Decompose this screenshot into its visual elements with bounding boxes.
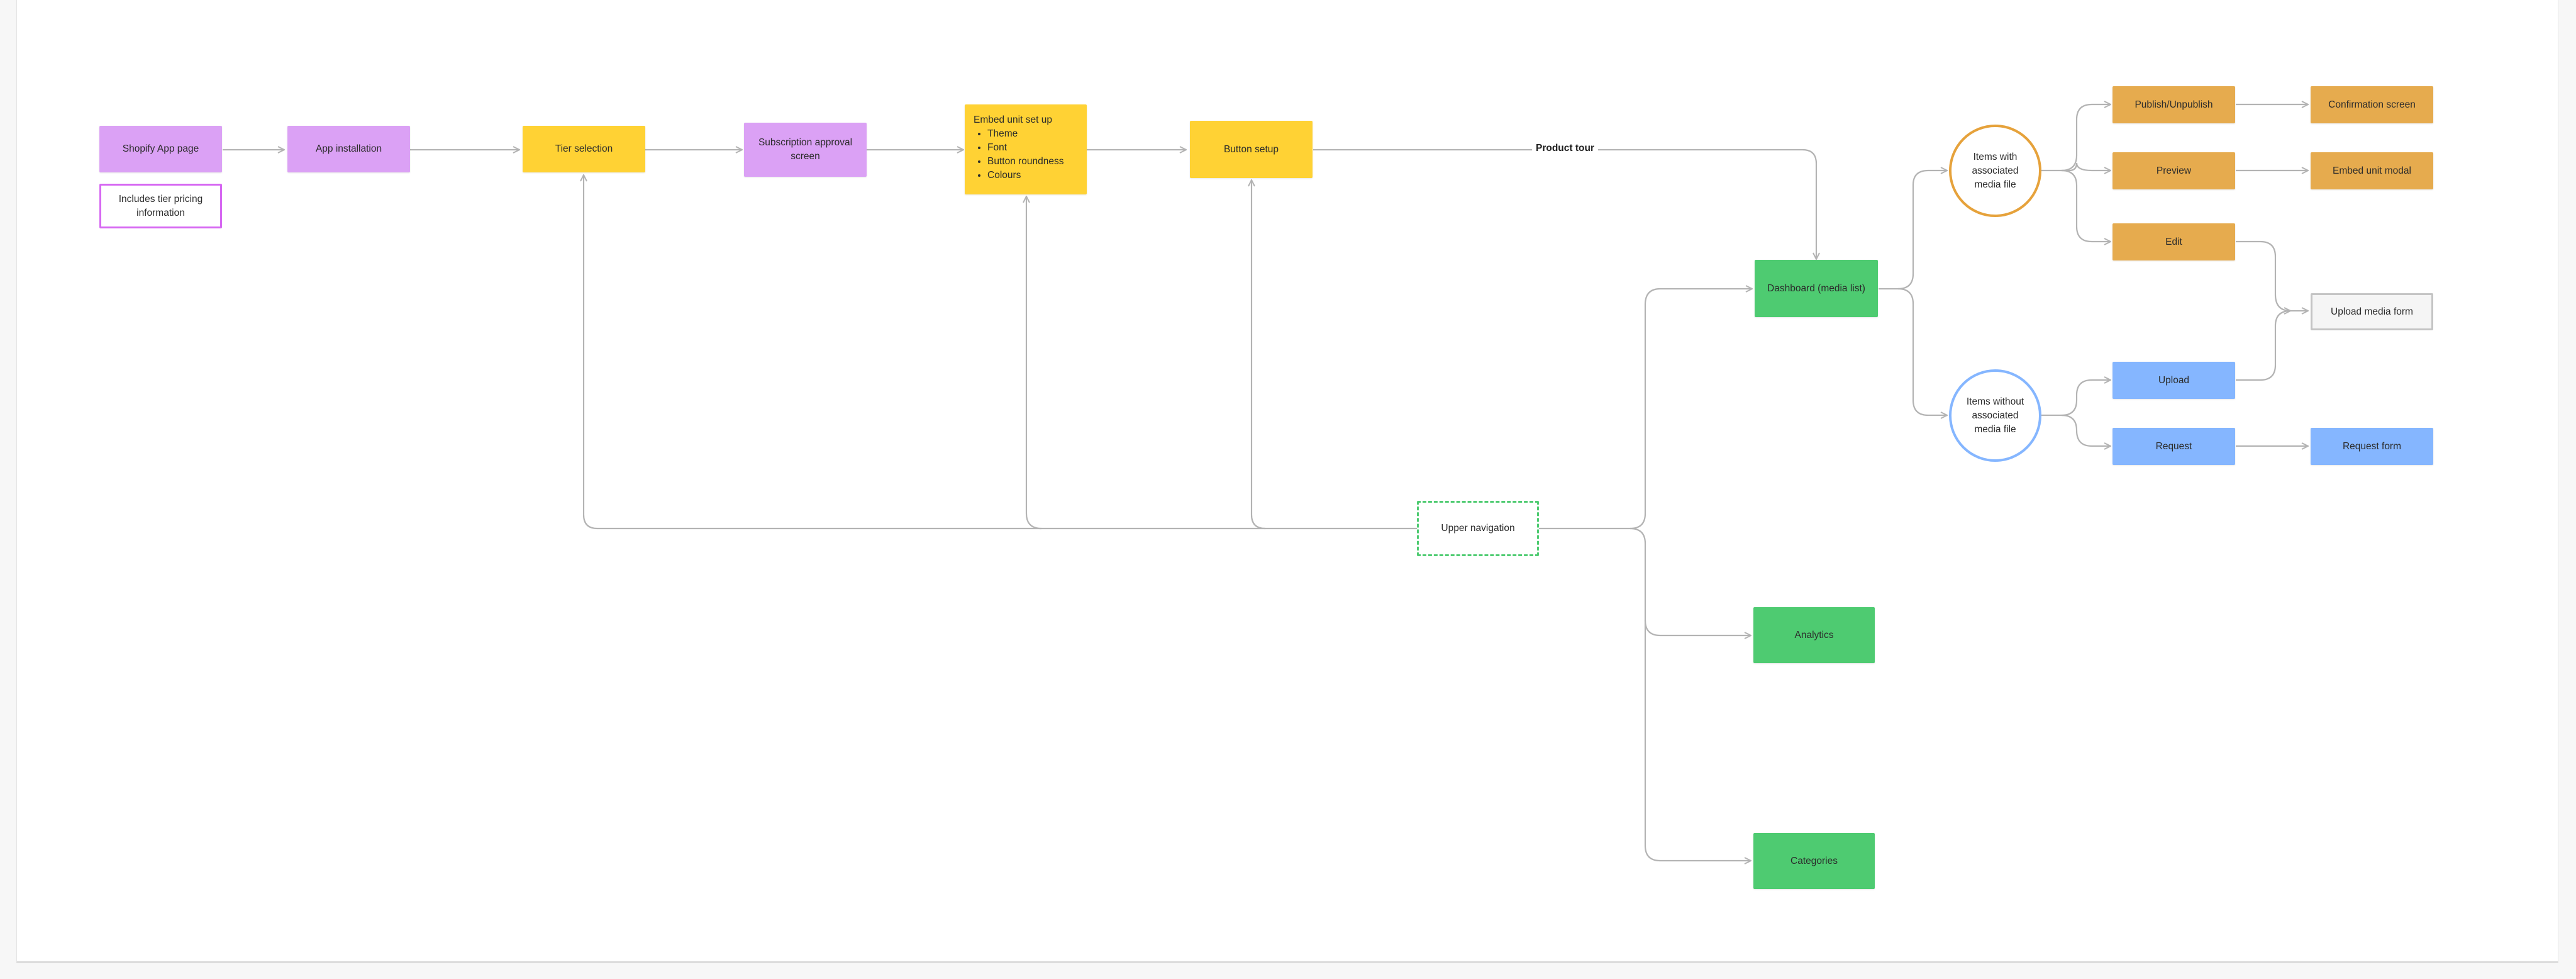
upper-navigation-node[interactable]: Upper navigation [1417,501,1539,556]
upload-node[interactable]: Upload [2112,362,2235,399]
tier-pricing-note[interactable]: Includes tier pricing information [99,184,222,228]
categories-node[interactable]: Categories [1753,833,1875,889]
request-form-label: Request form [2342,440,2402,452]
embed-unit-setup-title: Embed unit set up [974,115,1052,125]
embed-unit-setup-list: Theme Font Button roundness Colours [974,127,1078,182]
app-installation-label: App installation [315,143,382,154]
items-with-media-node[interactable]: Items with associated media file [1949,125,2041,217]
edge-upload-to-upload-form [2236,311,2290,381]
analytics-label: Analytics [1794,629,1834,641]
categories-label: Categories [1790,855,1838,866]
subscription-approval-label: Subscription approval screen [758,137,853,162]
preview-label: Preview [2156,165,2192,176]
analytics-node[interactable]: Analytics [1753,607,1875,663]
upload-media-form-label: Upload media form [2331,306,2413,317]
product-tour-label: Product tour [1532,142,1598,155]
dashboard-node[interactable]: Dashboard (media list) [1755,260,1878,317]
preview-node[interactable]: Preview [2112,152,2235,189]
embed-unit-setup-node[interactable]: Embed unit set up Theme Font Button roun… [965,104,1087,194]
items-with-media-label: Items with associated media file [1972,151,2019,190]
embed-setup-item: Colours [987,169,1078,182]
publish-unpublish-label: Publish/Unpublish [2135,99,2213,110]
edge-dashboard-to-without-media [1897,288,1947,415]
edge-with-to-edit [2061,169,2111,242]
edge-upper-nav-to-categories [1644,620,1751,861]
tier-selection-node[interactable]: Tier selection [523,126,645,172]
tier-selection-label: Tier selection [555,143,613,154]
edit-label: Edit [2165,236,2182,247]
shopify-app-page-node[interactable]: Shopify App page [99,126,222,172]
edge-button-to-dashboard [1313,148,1816,259]
items-without-media-node[interactable]: Items without associated media file [1949,369,2041,462]
edge-dashboard-to-with-media [1879,171,1947,290]
app-installation-node[interactable]: App installation [287,126,410,172]
upper-navigation-label: Upper navigation [1441,523,1515,534]
embed-setup-item: Theme [987,127,1078,141]
embed-setup-item: Font [987,141,1078,155]
edge-without-to-request [2061,414,2111,446]
edge-upper-nav-to-tier [584,175,1417,530]
edge-upper-nav-to-dashboard [1539,289,1752,530]
edge-upper-nav-to-embed [1026,196,1042,530]
request-label: Request [2155,440,2192,452]
confirmation-screen-label: Confirmation screen [2328,99,2416,110]
edit-node[interactable]: Edit [2112,223,2235,260]
dashboard-label: Dashboard (media list) [1767,283,1865,294]
embed-setup-item: Button roundness [987,155,1078,169]
upload-media-form-node[interactable]: Upload media form [2311,293,2433,330]
embed-unit-modal-node[interactable]: Embed unit modal [2311,152,2433,189]
edge-upper-nav-to-analytics [1629,527,1751,635]
request-form-node[interactable]: Request form [2311,428,2433,465]
edge-upper-nav-to-button [1252,180,1266,530]
upload-label: Upload [2158,374,2190,386]
button-setup-label: Button setup [1223,143,1279,155]
shopify-app-page-label: Shopify App page [122,143,199,154]
tier-pricing-note-label: Includes tier pricing information [118,193,203,218]
request-node[interactable]: Request [2112,428,2235,465]
subscription-approval-node[interactable]: Subscription approval screen [744,123,867,177]
button-setup-node[interactable]: Button setup [1190,121,1313,178]
embed-unit-modal-label: Embed unit modal [2333,165,2411,176]
items-without-media-label: Items without associated media file [1966,396,2024,435]
edge-with-to-preview [2062,162,2111,171]
publish-unpublish-node[interactable]: Publish/Unpublish [2112,86,2235,123]
confirmation-screen-node[interactable]: Confirmation screen [2311,86,2433,123]
edge-with-to-publish [2041,104,2111,172]
edge-without-to-upload [2041,380,2111,417]
edge-edit-to-upload-form [2236,240,2308,311]
